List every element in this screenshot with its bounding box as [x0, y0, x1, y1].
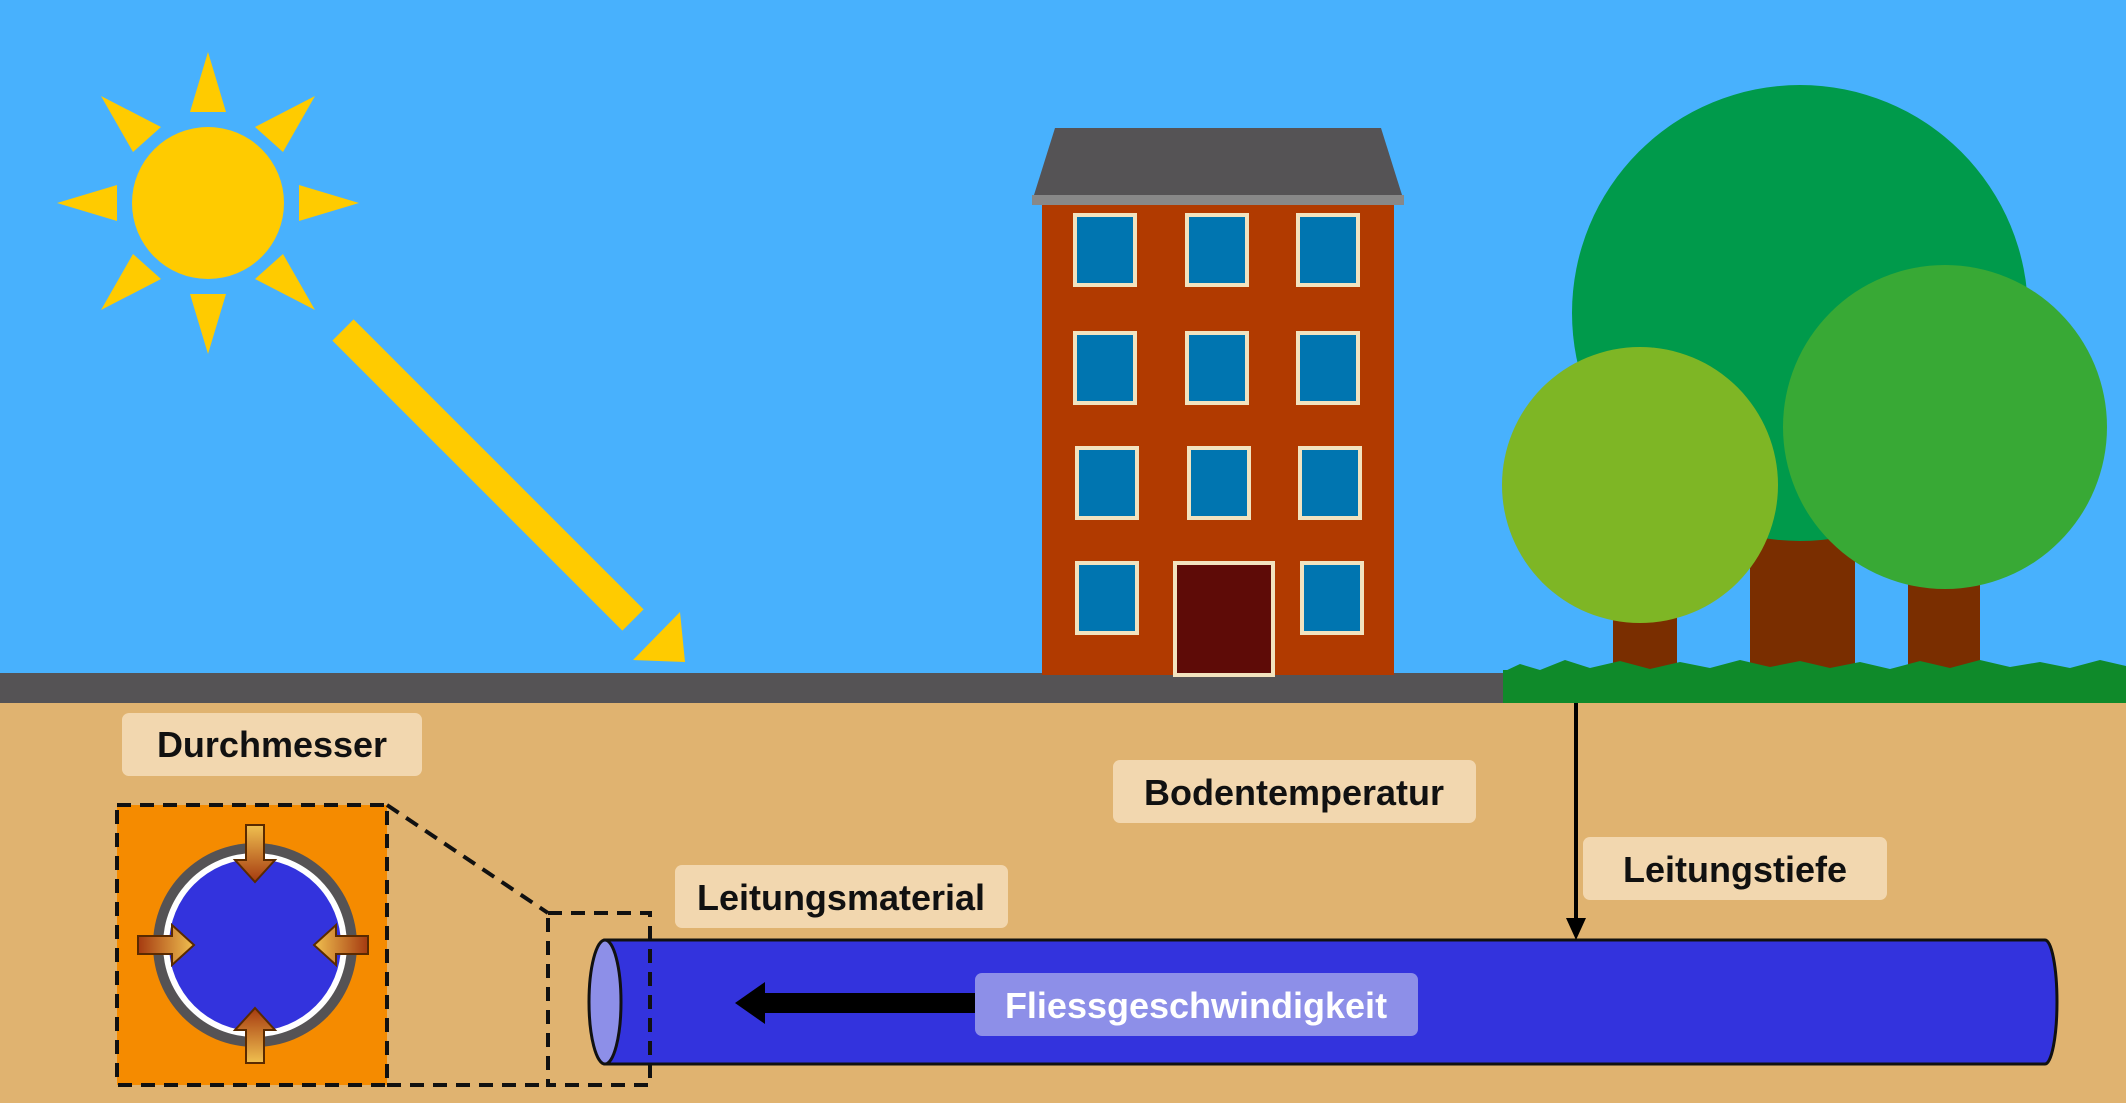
flow-arrow-icon [735, 982, 975, 1024]
sun-icon [57, 52, 359, 354]
label-box-leitungstiefe [1583, 837, 1887, 900]
label-leitungstiefe: Leitungstiefe [1623, 849, 1847, 890]
pipe-zoom-box [546, 911, 652, 1087]
label-box-durchmesser [122, 713, 422, 776]
pipe-end [587, 938, 623, 1066]
label-durchmesser: Durchmesser [157, 724, 387, 765]
road [0, 673, 1505, 703]
label-leitungsmaterial: Leitungsmaterial [697, 877, 985, 918]
label-box-leitungsmaterial [675, 865, 1008, 928]
building-door [1173, 561, 1275, 677]
label-box-bodentemperatur [1113, 760, 1476, 823]
pipe-cross-section [115, 803, 389, 1087]
sun-ray-arrow-icon [332, 319, 685, 662]
heat-arrow-icon [137, 824, 369, 1064]
tree-icon [1502, 85, 2107, 680]
depth-arrow-icon [1566, 703, 1586, 940]
zoom-line-top [385, 803, 550, 915]
label-box-fliessgeschwindigkeit [975, 973, 1418, 1036]
building-icon [1032, 128, 1404, 677]
label-bodentemperatur: Bodentemperatur [1144, 772, 1444, 813]
label-fliessgeschwindigkeit: Fliessgeschwindigkeit [1005, 985, 1387, 1026]
grass [1503, 660, 2126, 703]
